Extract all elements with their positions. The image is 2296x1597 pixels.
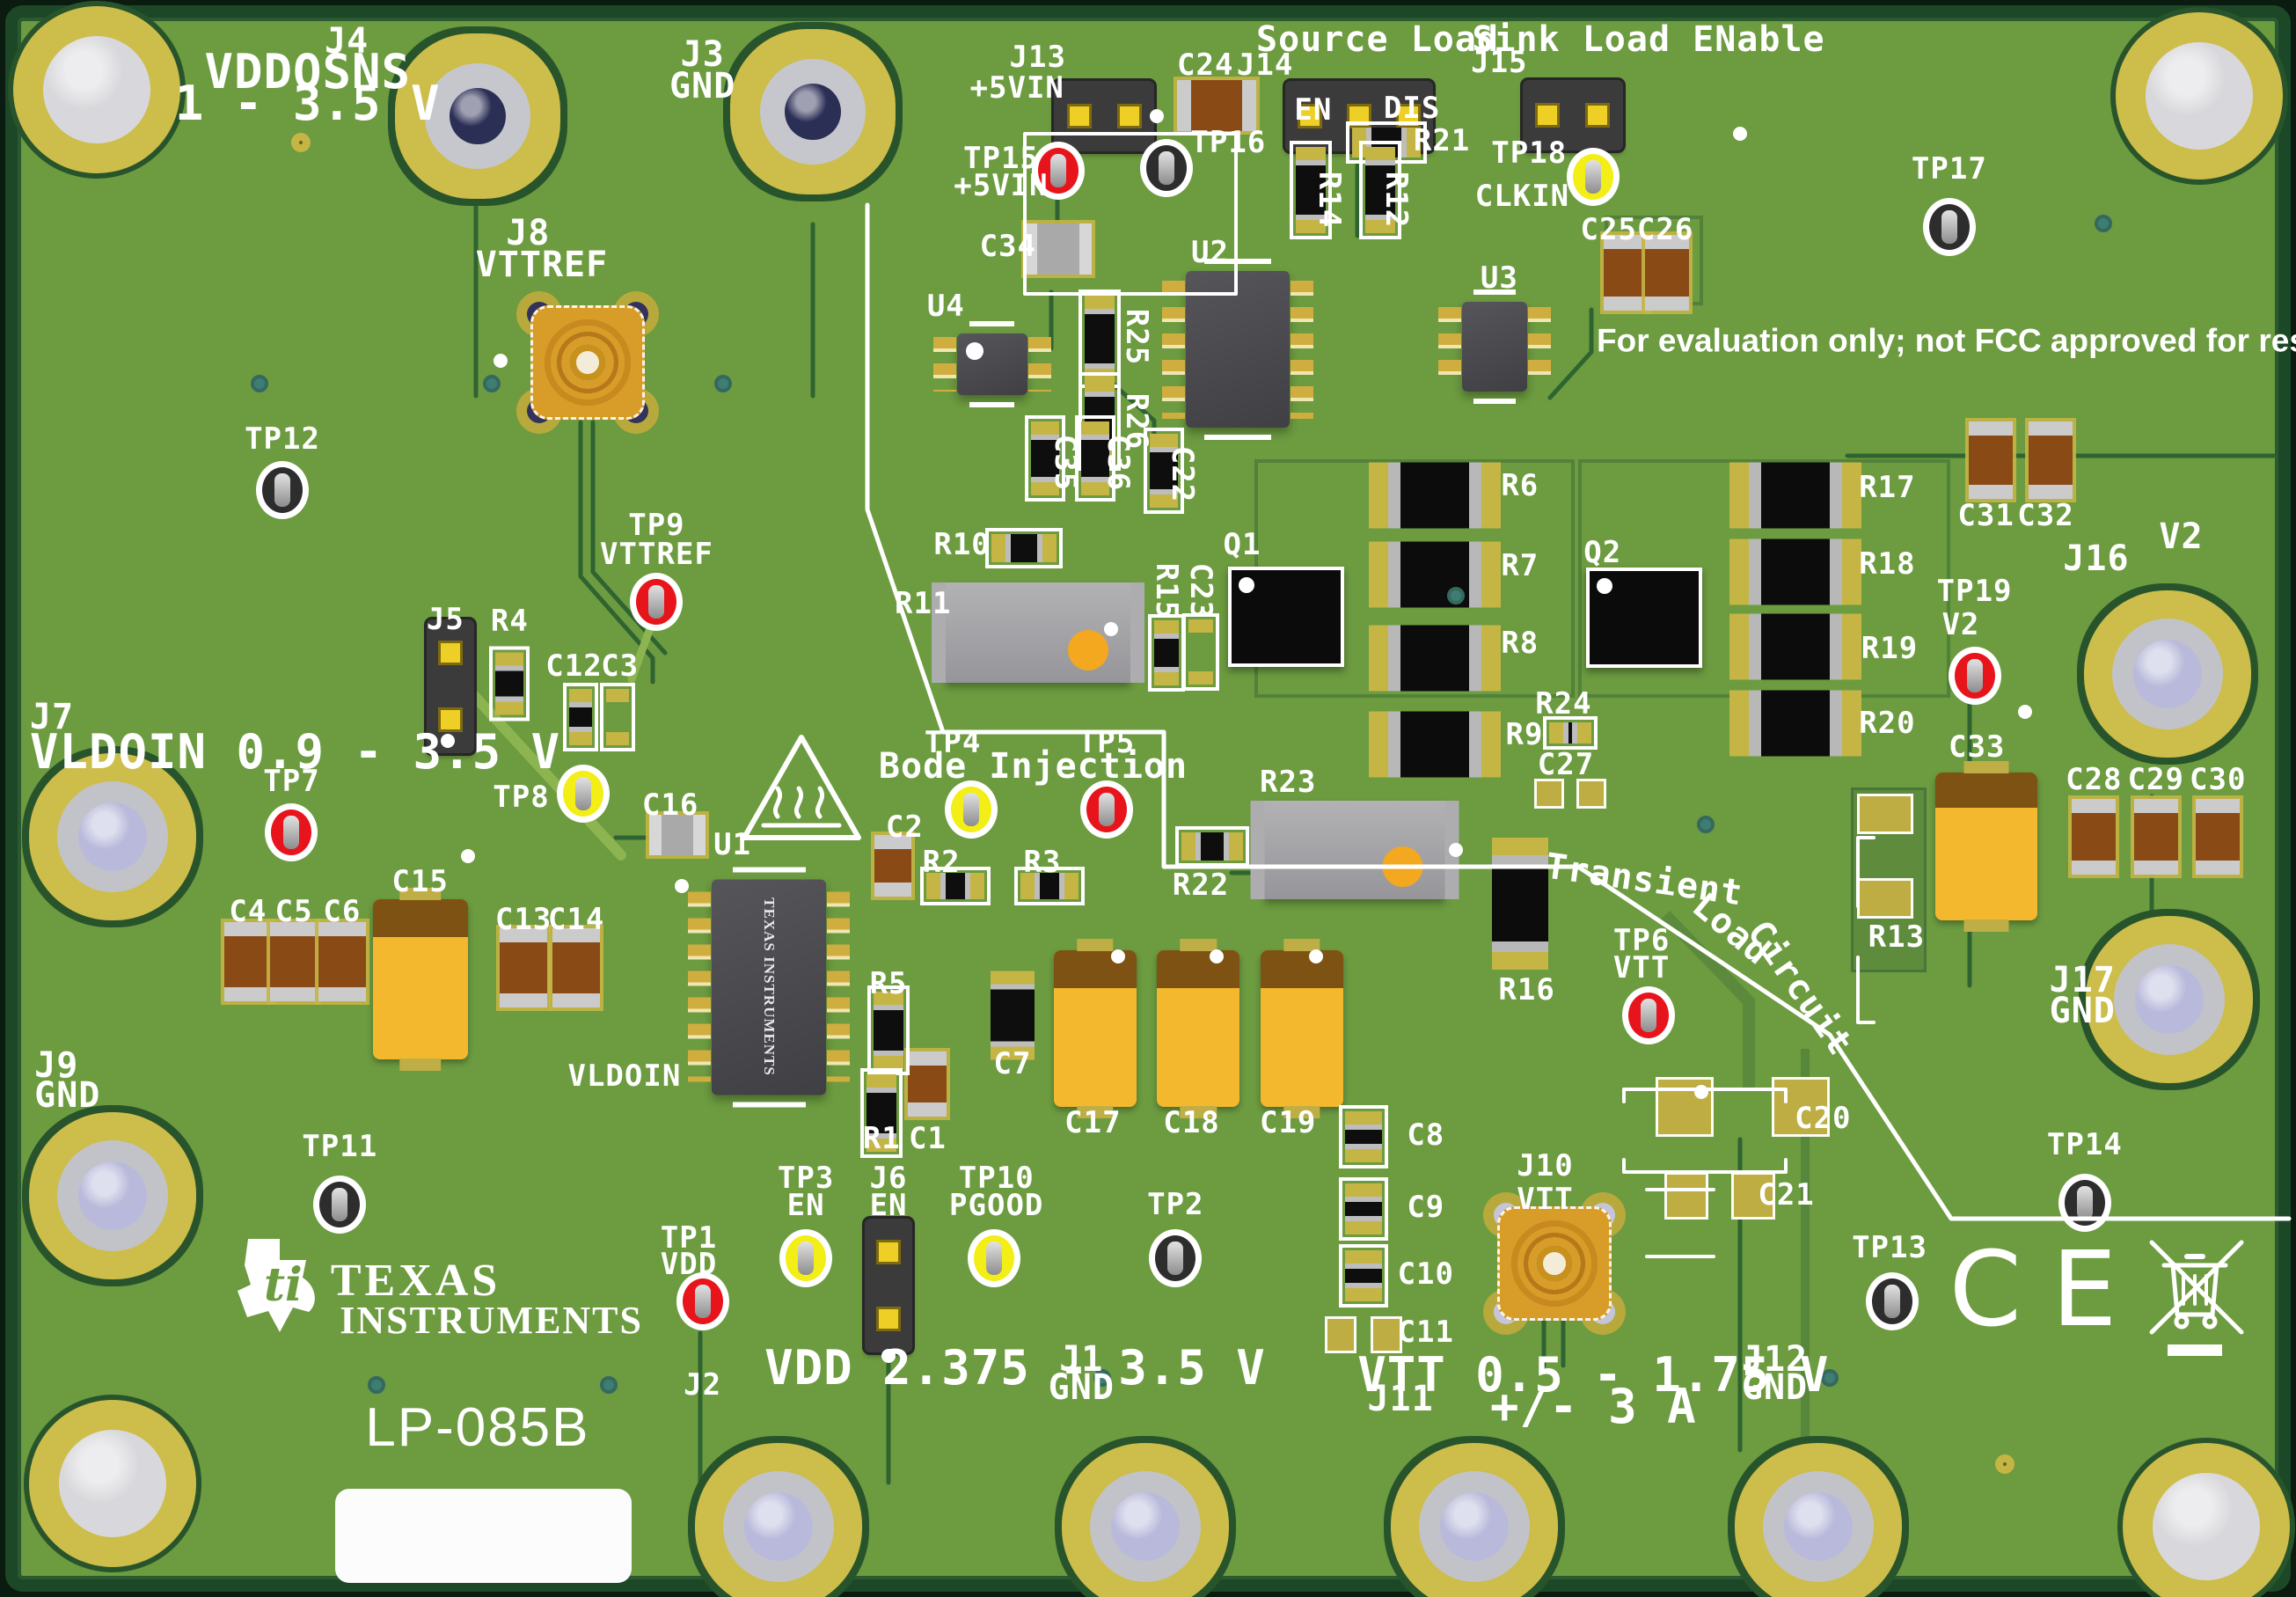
blank-label-sticker [335, 1488, 632, 1583]
pcb-board [5, 5, 2291, 1592]
ce-mark: CE [1949, 1227, 2147, 1350]
